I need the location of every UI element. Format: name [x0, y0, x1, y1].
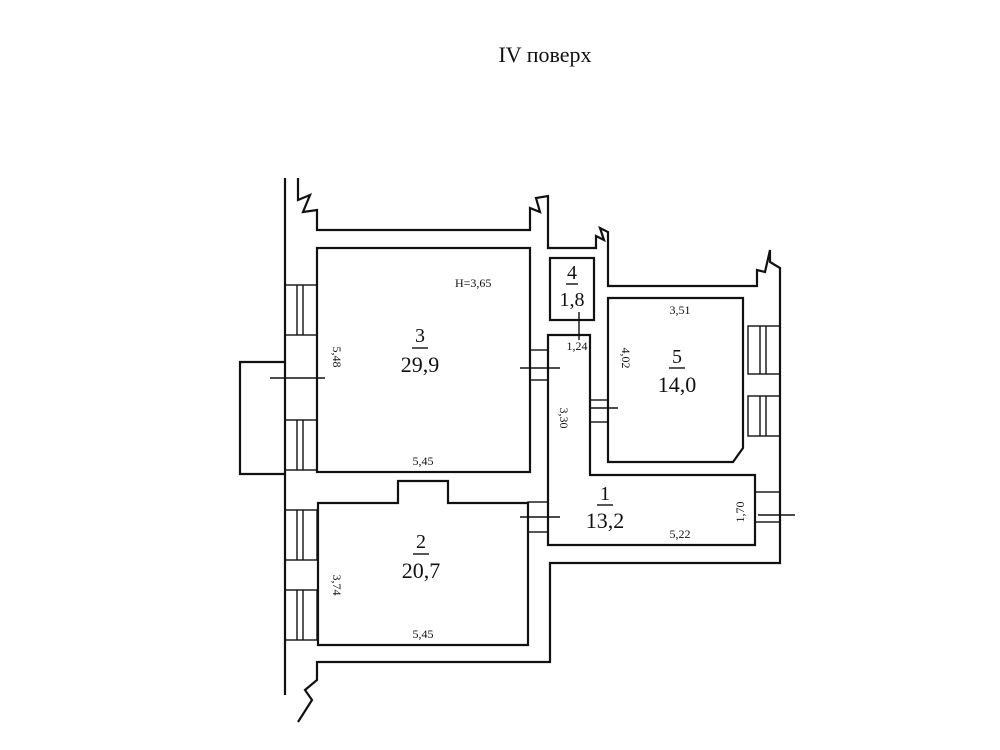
room-number: 3 — [415, 325, 425, 347]
room-5-outline — [606, 296, 745, 464]
room-4-outline — [548, 256, 596, 322]
room-3-label: 3 29,9 — [401, 325, 440, 377]
room-area: 1,8 — [560, 289, 585, 311]
windows — [284, 284, 781, 641]
room-area: 13,2 — [586, 508, 625, 533]
room-4-label: 4 1,8 — [560, 262, 585, 311]
room-number: 4 — [567, 262, 577, 284]
dimension-labels: 5,45 5,48 5,45 3,74 1,24 3,30 3,51 4,02 … — [330, 303, 747, 641]
doors — [270, 312, 795, 533]
room-number: 2 — [416, 531, 426, 553]
corridor-width: 1,24 — [567, 339, 588, 353]
room5-depth: 4,02 — [619, 348, 633, 369]
ceiling-height-label: H=3,65 — [455, 276, 491, 290]
room5-width: 3,51 — [670, 303, 691, 317]
room3-depth: 5,48 — [330, 347, 344, 368]
room3-width: 5,45 — [413, 454, 434, 468]
walls — [238, 178, 782, 723]
room2-depth: 3,74 — [330, 575, 344, 596]
room-area: 14,0 — [658, 372, 697, 397]
room-5-label: 5 14,0 — [658, 346, 697, 397]
room-area: 20,7 — [402, 558, 441, 583]
floor-title: IV поверх — [498, 42, 591, 67]
room-number: 1 — [600, 483, 610, 505]
room2-width: 5,45 — [413, 627, 434, 641]
corridor-length: 3,30 — [557, 408, 571, 429]
room-area: 29,9 — [401, 352, 440, 377]
room-2-outline — [316, 479, 530, 647]
room1-width: 1,70 — [733, 502, 747, 523]
room-1-label: 1 13,2 — [586, 483, 625, 533]
room-2-label: 2 20,7 — [402, 531, 441, 583]
room1-length: 5,22 — [670, 527, 691, 541]
room-number: 5 — [672, 346, 682, 368]
room-1-outline — [546, 333, 757, 547]
